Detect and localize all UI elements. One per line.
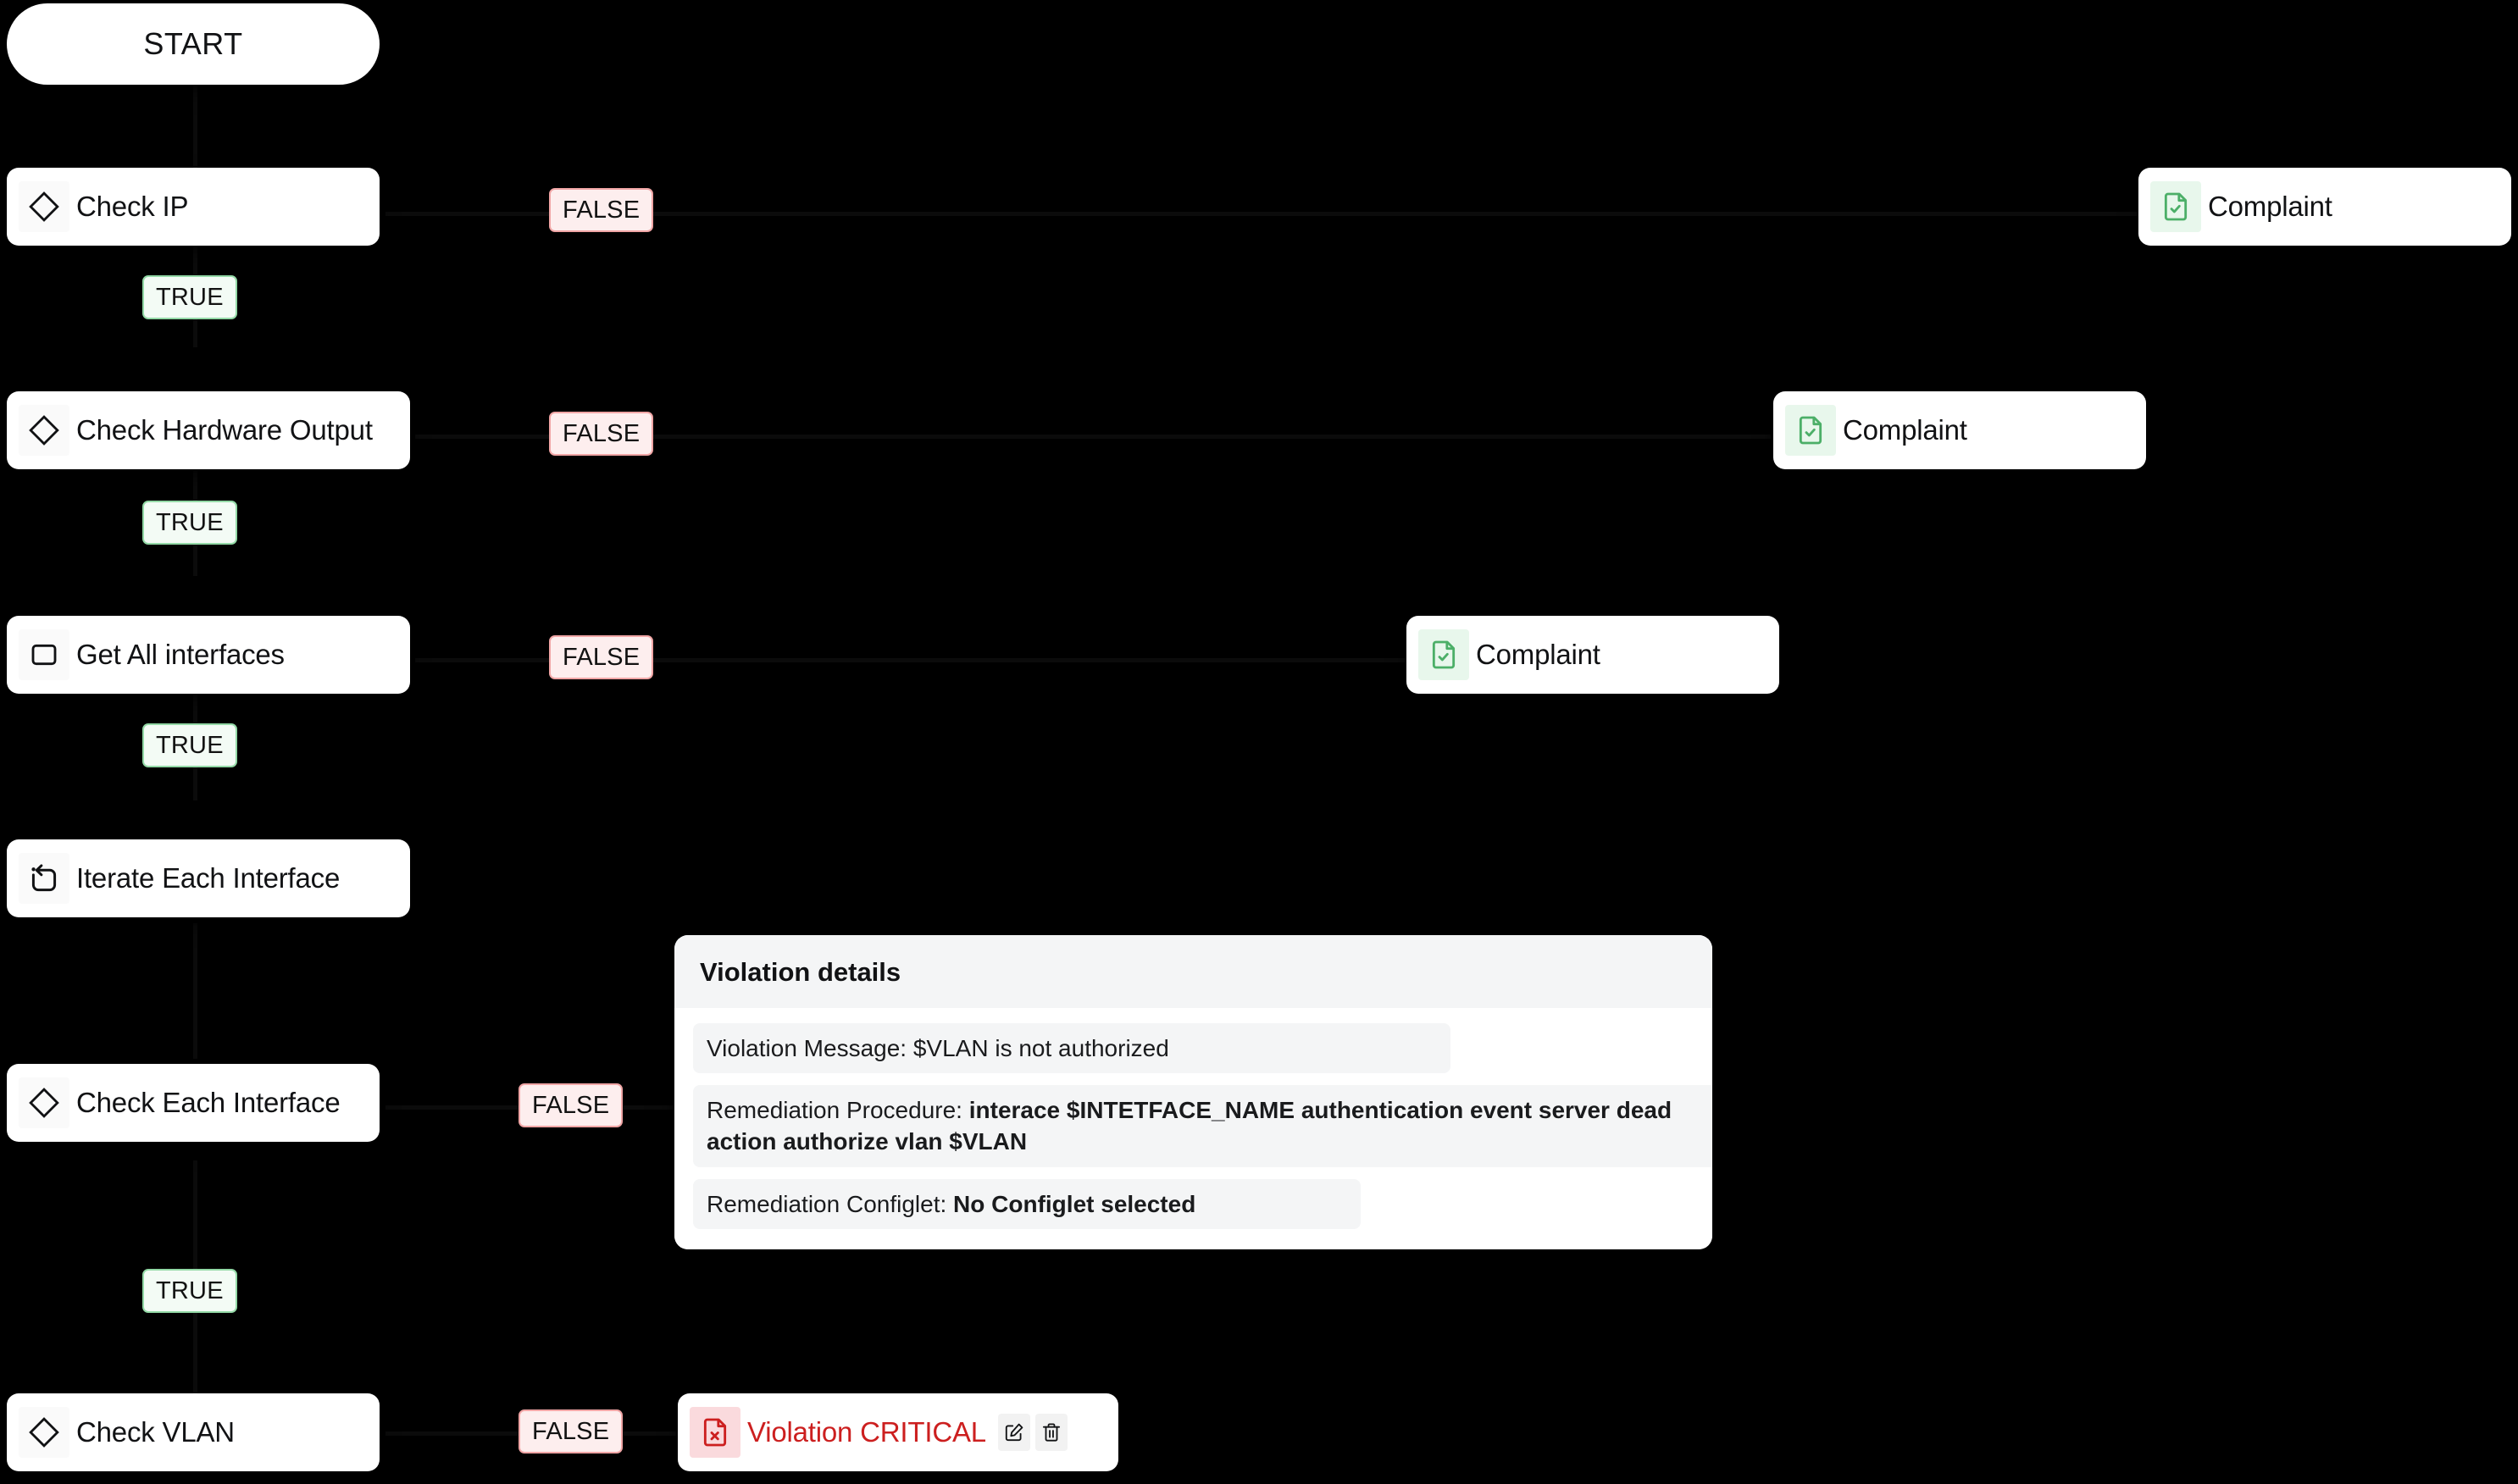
violation-details-title: Violation details xyxy=(674,935,1712,1008)
node-label: Get All interfaces xyxy=(76,638,285,670)
document-check-icon xyxy=(1418,629,1469,680)
edge-interfaces-false xyxy=(415,658,1406,662)
edge-hardware-false xyxy=(415,435,1771,439)
edge-label-text: FALSE xyxy=(532,1417,610,1445)
edge-label-false-check-ip[interactable]: FALSE xyxy=(549,188,654,232)
detail-row-violation-message: Violation Message: $VLAN is not authoriz… xyxy=(693,1023,1451,1074)
node-label: Check VLAN xyxy=(76,1415,235,1448)
loop-icon xyxy=(19,853,69,904)
edge-check-ip-false xyxy=(385,212,2139,216)
edge-label-false-check-each[interactable]: FALSE xyxy=(519,1083,624,1127)
document-check-icon xyxy=(1785,405,1836,456)
diamond-icon xyxy=(19,1407,69,1458)
edge-label-false-hardware[interactable]: FALSE xyxy=(549,412,654,456)
edge-label-text: FALSE xyxy=(563,419,641,447)
node-complaint-1[interactable]: Complaint xyxy=(2138,168,2511,246)
node-violation-critical[interactable]: Violation CRITICAL xyxy=(678,1393,1118,1471)
edge-label-text: FALSE xyxy=(532,1091,610,1119)
node-check-vlan[interactable]: Check VLAN xyxy=(7,1393,380,1471)
node-action-group xyxy=(997,1414,1068,1451)
edge-label-true-check-ip[interactable]: TRUE xyxy=(142,275,237,319)
square-icon xyxy=(19,629,69,680)
document-x-icon xyxy=(690,1407,740,1458)
start-node[interactable]: START xyxy=(7,3,380,85)
edge-iterate-to-check-each xyxy=(193,923,197,1059)
edge-label-text: TRUE xyxy=(156,731,224,759)
edge-label-text: TRUE xyxy=(156,508,224,536)
violation-details-panel[interactable]: Violation details Violation Message: $VL… xyxy=(674,935,1712,1249)
node-check-each-interface[interactable]: Check Each Interface xyxy=(7,1064,380,1142)
node-label: Check Each Interface xyxy=(76,1086,341,1118)
edit-violation-button[interactable] xyxy=(997,1414,1030,1451)
edge-label-false-interfaces[interactable]: FALSE xyxy=(549,635,654,679)
node-complaint-2[interactable]: Complaint xyxy=(1773,391,2146,469)
detail-key: Remediation Procedure: xyxy=(707,1097,969,1124)
detail-key: Violation Message: xyxy=(707,1035,913,1061)
detail-row-remediation-procedure: Remediation Procedure: interace $INTETFA… xyxy=(693,1085,1712,1167)
node-label: Complaint xyxy=(1843,413,1967,446)
node-label: Complaint xyxy=(1476,638,1600,670)
delete-violation-button[interactable] xyxy=(1034,1414,1068,1451)
diamond-icon xyxy=(19,405,69,456)
diamond-icon xyxy=(19,1077,69,1128)
edge-label-text: TRUE xyxy=(156,1276,224,1304)
edge-start-to-check-ip xyxy=(193,47,197,178)
edge-label-text: FALSE xyxy=(563,196,641,224)
start-node-label: START xyxy=(143,26,243,61)
document-check-icon xyxy=(2150,181,2201,232)
node-label: Check IP xyxy=(76,190,189,222)
node-complaint-3[interactable]: Complaint xyxy=(1406,616,1779,694)
node-check-hardware-output[interactable]: Check Hardware Output xyxy=(7,391,410,469)
detail-row-remediation-configlet: Remediation Configlet: No Configlet sele… xyxy=(693,1178,1361,1229)
edge-label-text: FALSE xyxy=(563,643,641,671)
detail-value: $VLAN is not authorized xyxy=(912,1035,1169,1061)
node-label: Check Hardware Output xyxy=(76,413,373,446)
violation-details-body: Violation Message: $VLAN is not authoriz… xyxy=(674,1008,1712,1249)
detail-value: No Configlet selected xyxy=(953,1190,1196,1217)
node-label: Complaint xyxy=(2208,190,2332,222)
detail-value: interace $INTETFACE_NAME authentication … xyxy=(707,1097,1672,1155)
detail-key: Remediation Configlet: xyxy=(707,1190,954,1217)
node-get-all-interfaces[interactable]: Get All interfaces xyxy=(7,616,410,694)
edge-label-true-interfaces[interactable]: TRUE xyxy=(142,723,237,767)
node-check-ip[interactable]: Check IP xyxy=(7,168,380,246)
edge-label-true-hardware[interactable]: TRUE xyxy=(142,501,237,545)
node-label: Iterate Each Interface xyxy=(76,861,341,894)
node-iterate-each-interface[interactable]: Iterate Each Interface xyxy=(7,839,410,917)
diamond-icon xyxy=(19,181,69,232)
edge-label-false-check-vlan[interactable]: FALSE xyxy=(519,1409,624,1454)
edge-label-true-check-each[interactable]: TRUE xyxy=(142,1269,237,1313)
node-label: Violation CRITICAL xyxy=(747,1415,986,1448)
edge-label-text: TRUE xyxy=(156,283,224,311)
